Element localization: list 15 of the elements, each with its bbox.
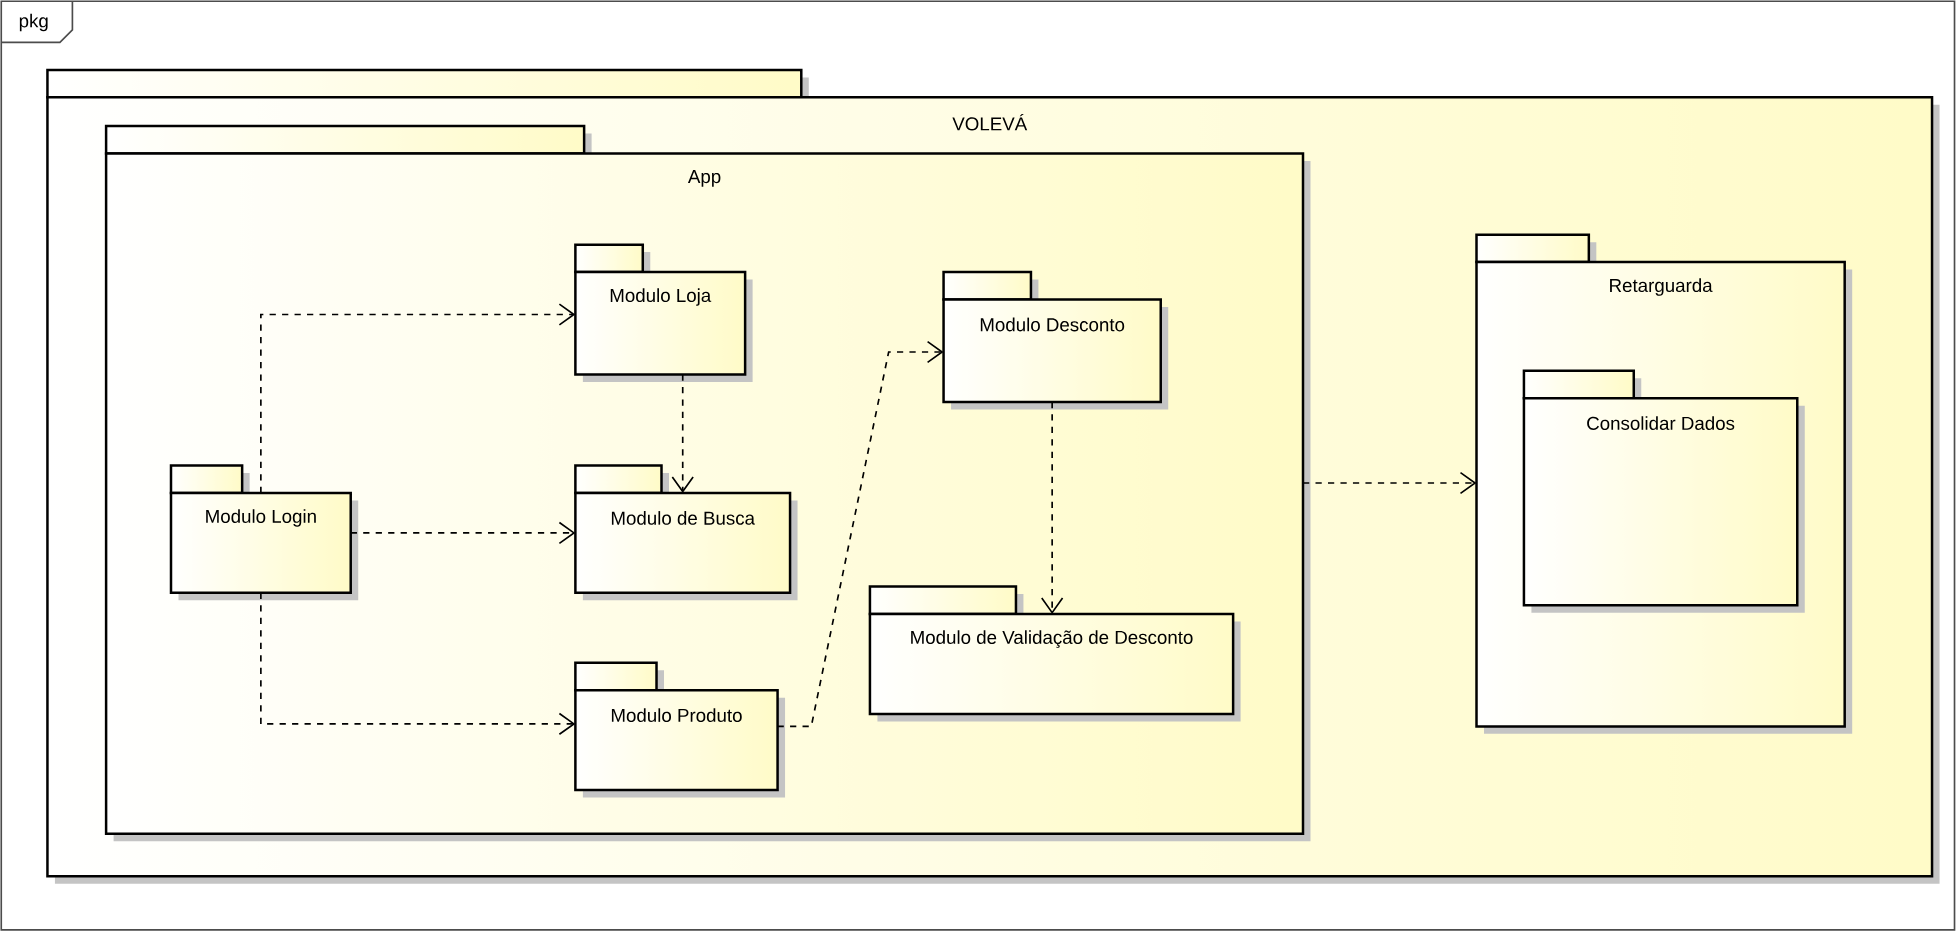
frame-label: pkg [19, 13, 48, 32]
dependency-arrow [776, 340, 944, 728]
package: Modulo de Validação de Desconto [868, 585, 1241, 722]
package: Consolidar Dados [1522, 369, 1805, 613]
package: Modulo Produto [574, 661, 786, 798]
package: Modulo Login [169, 464, 359, 601]
dependency-arrow [1040, 400, 1064, 614]
dependency-arrow [1302, 471, 1477, 495]
package: Modulo Desconto [942, 270, 1169, 410]
package: Modulo de Busca [574, 464, 798, 601]
dependency-arrow [349, 521, 576, 544]
dependency-arrow [260, 303, 576, 494]
package: Modulo Loja [574, 243, 753, 382]
dependency-arrow [671, 373, 694, 493]
dependency-arrow [260, 591, 576, 735]
